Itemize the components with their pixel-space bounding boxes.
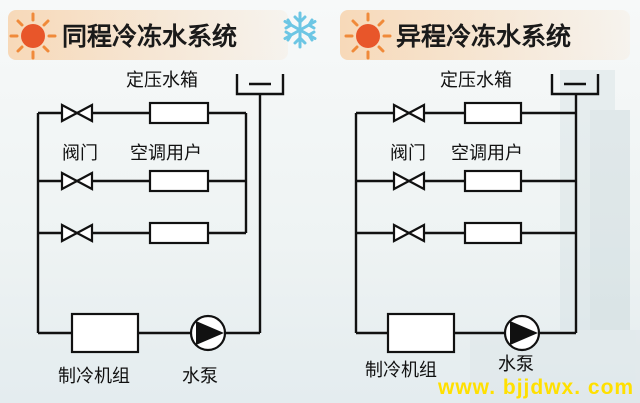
right-pump [503,314,541,352]
right-piping [354,94,578,335]
right-title-banner: 异程冷冻水系统 [340,10,630,60]
watermark: www. bjjdwx. com [437,376,634,399]
left-tank-label: 定压水箱 [126,70,198,91]
left-expansion-tank [235,74,285,96]
sun-icon [9,12,57,60]
left-diagram: 同程冷冻水系统 定压水箱 [8,10,317,387]
right-ac-unit-3 [463,221,523,245]
right-unit-label: 空调用户 [451,143,523,164]
left-valve-3 [60,223,94,243]
right-tank-label: 定压水箱 [440,70,512,91]
left-ac-unit-2 [148,169,210,193]
snowflake-icon [283,11,317,49]
left-chiller [70,312,140,354]
right-ac-unit-1 [463,101,523,125]
right-valve-label: 阀门 [390,143,426,164]
right-chiller-label: 制冷机组 [365,360,437,381]
left-pump-label: 水泵 [182,366,218,387]
right-chiller [386,312,456,354]
right-diagram: 异程冷冻水系统 定压水箱 阀门 空调用户 [340,10,630,381]
left-title: 同程冷冻水系统 [62,22,237,51]
left-valve-1 [60,103,94,123]
left-valve-2 [60,171,94,191]
left-pump [189,314,227,352]
right-ac-unit-2 [463,169,523,193]
right-valve-1 [392,103,426,123]
right-valve-2 [392,171,426,191]
right-title: 异程冷冻水系统 [396,22,571,51]
right-pump-label: 水泵 [498,354,534,375]
left-piping [36,94,262,335]
left-chiller-label: 制冷机组 [58,366,130,387]
right-valve-3 [392,223,426,243]
left-valve-label: 阀门 [62,143,98,164]
left-unit-label: 空调用户 [130,143,202,164]
left-title-banner: 同程冷冻水系统 [8,10,317,60]
left-ac-unit-3 [148,221,210,245]
sun-icon [344,12,392,60]
background-buildings [470,70,640,403]
left-ac-unit-1 [148,101,210,125]
